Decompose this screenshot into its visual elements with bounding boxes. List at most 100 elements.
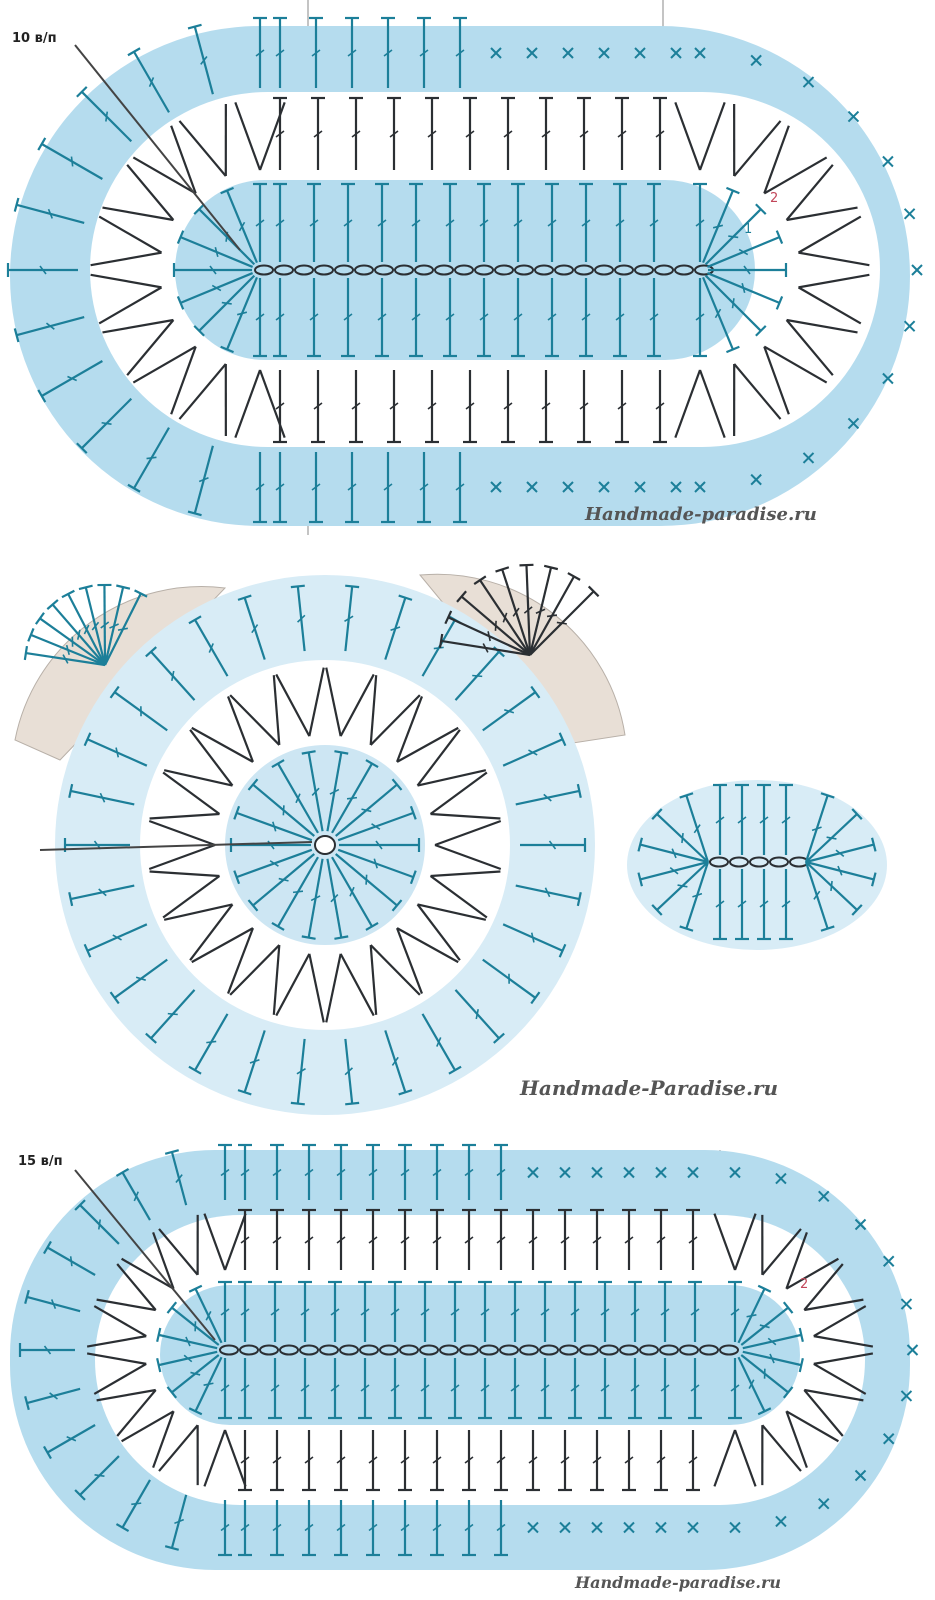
double-crochet-symbol <box>145 646 196 701</box>
double-crochet-symbol <box>344 1038 360 1106</box>
sc-stroke-b <box>490 481 502 493</box>
stitch-slash <box>272 1236 282 1244</box>
stitch-slash <box>656 1456 666 1464</box>
stitch-top-bar <box>233 805 241 820</box>
double-crochet-symbol <box>164 1494 188 1551</box>
stitch-slash <box>464 1236 474 1244</box>
stitch-top-bar <box>116 584 131 590</box>
sc-stroke-b <box>802 76 815 88</box>
double-crochet-symbol <box>448 1280 462 1342</box>
stitch-top-bar <box>851 808 863 820</box>
stitch-slash <box>389 402 399 410</box>
sc-stroke-b <box>598 481 610 493</box>
stitch-slash <box>270 1384 280 1392</box>
single-crochet-symbol <box>802 452 815 464</box>
stitch-slash <box>255 49 265 57</box>
double-crochet-symbol <box>384 1030 413 1096</box>
single-crochet-symbol <box>906 1344 919 1356</box>
double-crochet-symbol <box>805 837 877 864</box>
double-crochet-symbol <box>417 452 431 524</box>
single-crochet-symbol <box>527 1521 539 1534</box>
increase-left-leg <box>733 363 782 420</box>
double-crochet-symbol <box>271 759 319 834</box>
sc-stroke-b <box>911 264 923 276</box>
stitch-slash <box>171 670 175 681</box>
stitch-top-bar <box>83 943 92 958</box>
double-crochet-symbol <box>78 584 107 666</box>
single-crochet-symbol <box>490 481 502 493</box>
stitch-slash <box>269 860 279 867</box>
double-crochet-symbol <box>502 923 567 958</box>
double-crochet-symbol <box>290 1038 306 1106</box>
double-crochet-symbol <box>328 1358 342 1420</box>
increase-symbol <box>121 1410 175 1469</box>
stitch-top-bar <box>187 510 202 517</box>
watermark-middle: Handmade-Paradise.ru <box>519 1076 778 1100</box>
stitch-slash <box>336 1523 346 1532</box>
stitch-slash <box>503 130 513 138</box>
increase-right-leg <box>132 345 197 384</box>
stitch-slash <box>117 627 128 631</box>
stitch-slash <box>692 892 703 898</box>
small-oval-diagram <box>627 780 887 950</box>
stitch-top-bar <box>365 759 379 769</box>
increase-right-leg <box>203 1429 227 1487</box>
increase-left-leg <box>798 273 870 289</box>
stitch-slash <box>767 1337 777 1346</box>
double-crochet-symbol <box>558 1208 572 1270</box>
double-crochet-symbol <box>164 1149 188 1206</box>
sc-stroke-b <box>847 110 860 123</box>
double-crochet-symbol <box>590 1208 604 1270</box>
stitch-top-bar <box>43 1445 52 1460</box>
double-crochet-symbol <box>713 869 727 941</box>
stitch-slash <box>681 832 684 844</box>
stitch-slash <box>695 313 705 321</box>
round-number-2-bottom: 2 <box>800 1277 808 1292</box>
stitch-top-bar <box>398 1089 413 1096</box>
single-crochet-symbol <box>750 54 762 67</box>
single-crochet-symbol <box>883 1255 895 1267</box>
single-crochet-symbol <box>802 76 815 88</box>
small-oval-stitches <box>637 783 877 941</box>
double-crochet-symbol <box>615 370 629 444</box>
chain-stitch <box>459 1344 479 1356</box>
increase-left-leg <box>785 164 834 221</box>
stitch-slash <box>272 1523 282 1532</box>
sc-stroke-b <box>900 1390 913 1402</box>
stitch-top-bar <box>37 389 47 403</box>
stitch-top-bar <box>391 899 403 912</box>
stitch-slash <box>347 483 357 491</box>
increase-right-leg <box>116 1263 157 1311</box>
stitch-top-bar <box>334 750 349 755</box>
increase-symbol <box>396 927 459 994</box>
stitch-top-bar <box>757 1407 772 1416</box>
double-crochet-symbol <box>335 778 403 837</box>
double-crochet-symbol <box>388 1280 402 1342</box>
stitch-slash <box>236 311 248 316</box>
single-crochet-symbol <box>882 155 894 168</box>
stitch-slash <box>292 890 304 894</box>
stitch-slash <box>617 130 627 138</box>
double-crochet-symbol <box>613 182 627 262</box>
increase-right-leg <box>813 1362 867 1395</box>
increase-symbol <box>713 1429 757 1487</box>
double-crochet-symbol <box>704 203 767 266</box>
double-crochet-symbol <box>398 1208 412 1270</box>
single-crochet-symbol <box>591 1521 603 1534</box>
sc-stroke-b <box>591 1521 603 1534</box>
increase-right-leg <box>96 1388 156 1402</box>
stitch-slash <box>368 1168 378 1177</box>
double-crochet-symbol <box>482 958 541 1005</box>
double-crochet-symbol <box>273 278 287 358</box>
stitch-slash <box>240 1308 250 1316</box>
stitch-slash <box>296 1068 306 1075</box>
increase-right-leg <box>90 273 162 289</box>
stitch-slash <box>690 1308 700 1316</box>
sc-stroke-b <box>490 47 502 59</box>
double-crochet-symbol <box>247 778 315 837</box>
sc-stroke-b <box>854 1218 867 1231</box>
stitch-slash <box>282 805 285 816</box>
stitch-slash <box>336 1168 346 1177</box>
increase-right-leg <box>98 215 163 254</box>
stitch-top-bar <box>798 1327 804 1342</box>
